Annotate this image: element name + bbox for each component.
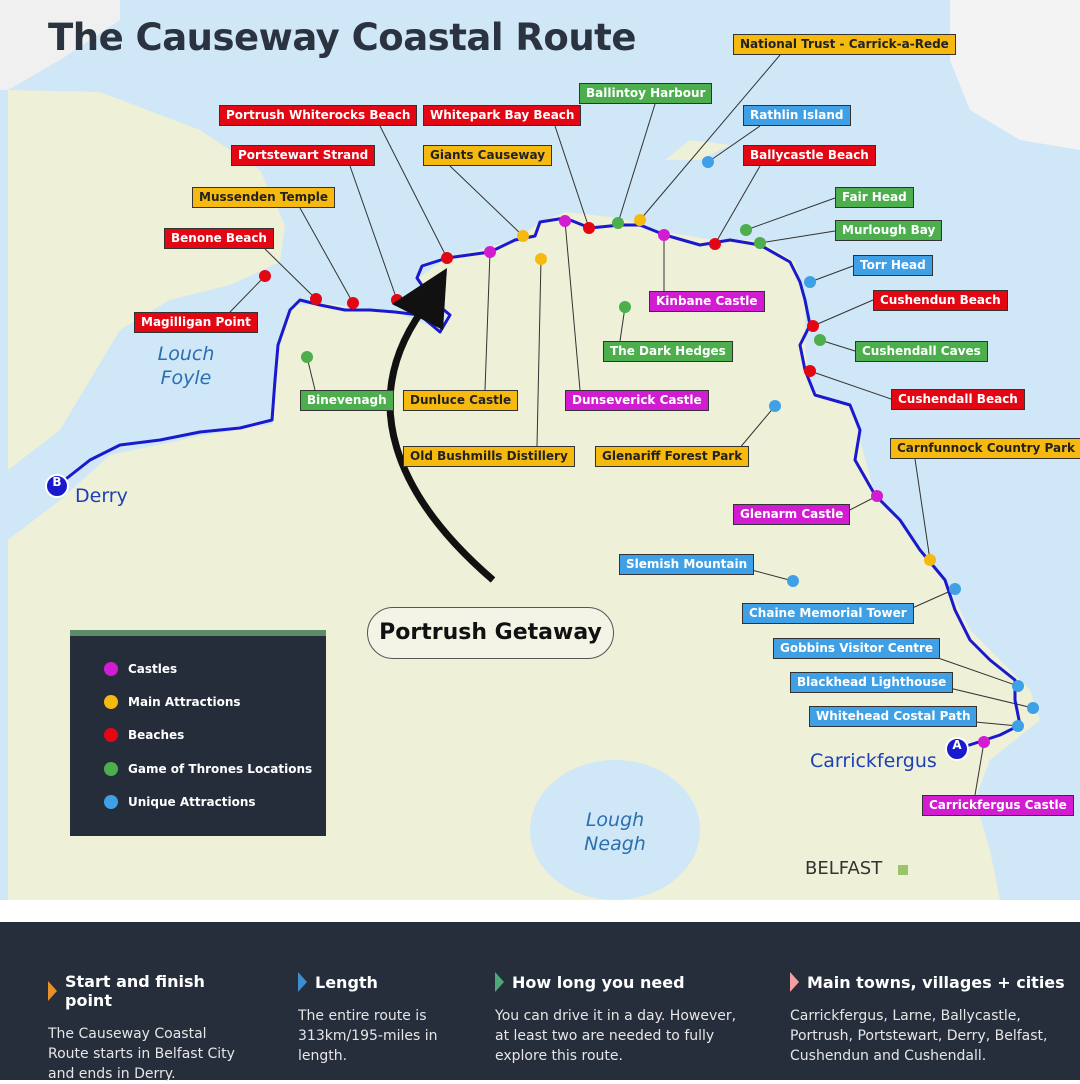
lough-neagh [530,760,700,900]
legend-label: Main Attractions [128,695,241,709]
beaches-dot-icon [104,728,118,742]
arrow-head [392,268,447,330]
legend-label: Castles [128,662,178,676]
label-torr-head[interactable]: Torr Head [853,255,933,276]
label-cushendall-caves[interactable]: Cushendall Caves [855,341,988,362]
footer-heading: Length [315,972,378,992]
label-chaine-tower[interactable]: Chaine Memorial Tower [742,603,914,624]
legend-beaches: Beaches [104,728,184,742]
label-whitepark-bay[interactable]: Whitepark Bay Beach [423,105,582,126]
footer-heading: Main towns, villages + cities [807,972,1065,992]
footer-body: The Causeway Coastal Route starts in Bel… [48,1026,235,1082]
label-portrush-whiterocks[interactable]: Portrush Whiterocks Beach [219,105,418,126]
lough-neagh-label: Lough Neagh [584,809,646,855]
unique-dot-icon [104,795,118,809]
place-derry: Derry [75,485,128,507]
label-slemish[interactable]: Slemish Mountain [619,554,755,575]
place-carrickfergus: Carrickfergus [810,750,937,772]
label-bushmills[interactable]: Old Bushmills Distillery [403,446,575,467]
end-marker-label: B [52,475,62,489]
land-rathlin [665,140,730,160]
legend-unique: Unique Attractions [104,795,256,809]
portrush-getaway-callout: Portrush Getaway [367,607,614,659]
location-dots [259,156,1039,748]
belfast-marker [898,865,908,875]
label-blackhead[interactable]: Blackhead Lighthouse [790,672,954,693]
triangle-icon [48,981,57,1001]
main-dot-icon [104,695,118,709]
label-carrickfergus-castle[interactable]: Carrickfergus Castle [922,795,1074,816]
label-benone-beach[interactable]: Benone Beach [164,228,274,249]
legend-castles: Castles [104,662,177,676]
label-gobbins[interactable]: Gobbins Visitor Centre [773,638,941,659]
label-mussenden-temple[interactable]: Mussenden Temple [192,187,335,208]
footer-body: You can drive it in a day. However, at l… [495,1008,737,1064]
label-ballintoy-harbour[interactable]: Ballintoy Harbour [579,83,713,104]
legend-label: Game of Thrones Locations [128,762,313,776]
triangle-icon [298,972,307,992]
land-scotland [950,0,1080,150]
label-glenarm-castle[interactable]: Glenarm Castle [733,504,851,525]
legend-main-attractions: Main Attractions [104,695,241,709]
label-dunseverick-castle[interactable]: Dunseverick Castle [565,390,709,411]
end-marker [45,474,69,498]
legend: Castles Main Attractions Beaches Game of… [70,630,326,836]
place-belfast: BELFAST [805,858,883,879]
label-carrick-a-rede[interactable]: National Trust - Carrick-a-Rede [733,34,956,55]
land-inishowen [8,90,285,470]
label-binevenagh[interactable]: Binevenagh [300,390,394,411]
label-portstewart-strand[interactable]: Portstewart Strand [231,145,376,166]
label-dark-hedges[interactable]: The Dark Hedges [603,341,733,362]
land-top-left [0,0,120,90]
page-title: The Causeway Coastal Route [48,16,636,59]
footer-heading: How long you need [512,972,685,992]
got-dot-icon [104,762,118,776]
triangle-icon [495,972,504,992]
label-glenariff[interactable]: Glenariff Forest Park [595,446,750,467]
legend-label: Unique Attractions [128,795,256,809]
label-cushendall-beach[interactable]: Cushendall Beach [891,389,1025,410]
footer-body: The entire route is 313km/195-miles in l… [298,1008,438,1064]
start-marker [945,737,969,761]
footer-body: Carrickfergus, Larne, Ballycastle, Portr… [790,1008,1048,1064]
label-dunluce-castle[interactable]: Dunluce Castle [403,390,519,411]
label-giants-causeway[interactable]: Giants Causeway [423,145,553,166]
label-rathlin-island[interactable]: Rathlin Island [743,105,851,126]
triangle-icon [790,972,799,992]
label-carnfunnock[interactable]: Carnfunnock Country Park [890,438,1080,459]
label-kinbane-castle[interactable]: Kinbane Castle [649,291,765,312]
leader-lines [229,54,1034,796]
label-magilligan-point[interactable]: Magilligan Point [134,312,258,333]
label-fair-head[interactable]: Fair Head [835,187,914,208]
start-marker-label: A [952,738,962,752]
legend-got: Game of Thrones Locations [104,762,312,776]
label-ballycastle-beach[interactable]: Ballycastle Beach [743,145,876,166]
white-band [0,900,1080,920]
louch-foyle-label: Louch Foyle [157,343,215,389]
castles-dot-icon [104,662,118,676]
label-cushendun-beach[interactable]: Cushendun Beach [873,290,1008,311]
legend-label: Beaches [128,728,185,742]
label-murlough-bay[interactable]: Murlough Bay [835,220,943,241]
footer-heading: Start and finish point [65,972,205,1010]
curved-arrow [386,297,496,583]
label-whitehead[interactable]: Whitehead Costal Path [809,706,978,727]
